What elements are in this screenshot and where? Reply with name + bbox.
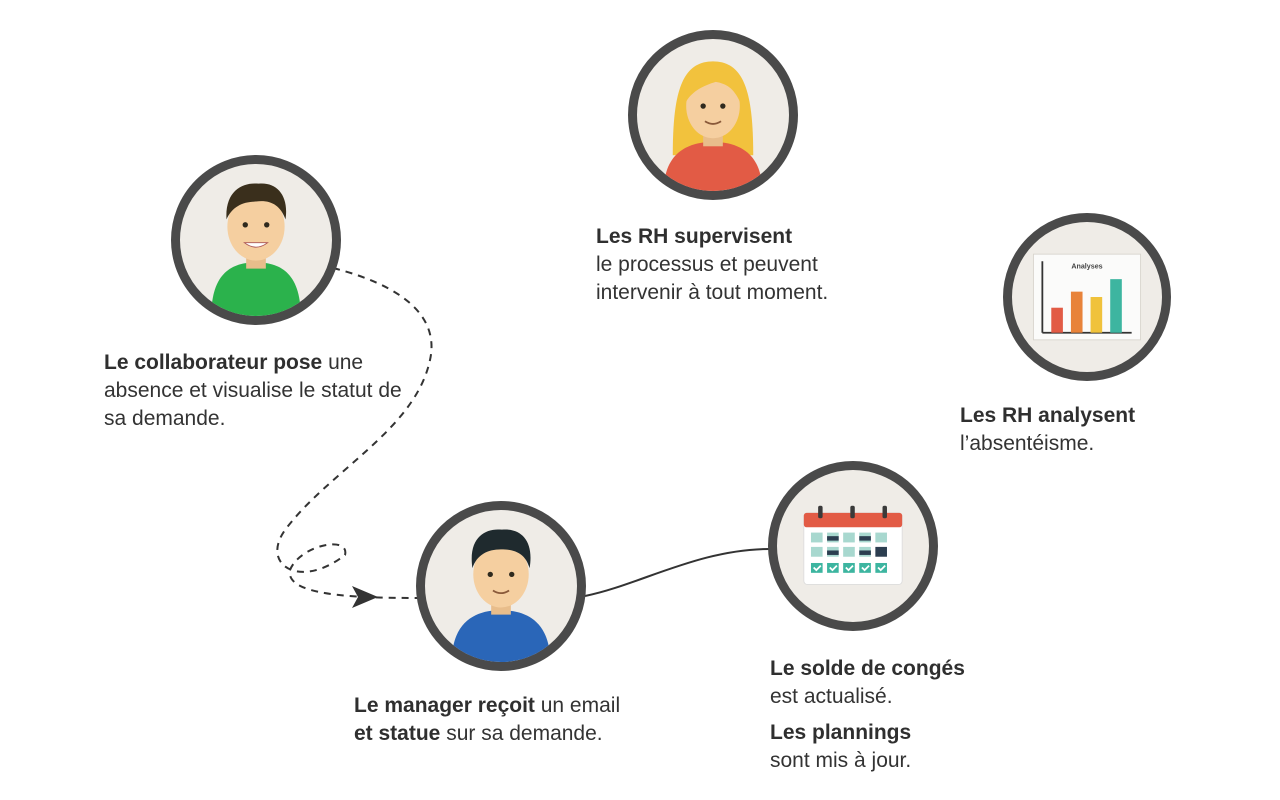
hr-analyse-node: Analyses (1003, 213, 1171, 381)
hr-supervise-node (628, 30, 798, 200)
manager-text-2: sur sa demande. (440, 722, 603, 745)
calendar-text-1: est actualisé. (770, 685, 893, 708)
manager-text-1: un email (534, 694, 621, 717)
hr-supervise-caption: Les RH supervisent le processus et peuve… (596, 223, 896, 307)
manager-bold-1: Le manager reçoit (354, 694, 535, 717)
bar-chart-icon: Analyses (1032, 253, 1142, 341)
collaborator-node (171, 155, 341, 325)
calendar-bold-1: Le solde de congés (770, 657, 965, 680)
hr-analyse-caption: Les RH analysent l’absentéisme. (960, 402, 1260, 458)
hr-supervise-bold: Les RH supervisent (596, 225, 793, 248)
calendar-text-2: sont mis à jour. (770, 749, 912, 772)
dashed-flow-path (276, 267, 433, 599)
collaborator-caption: Le collaborateur pose une absence et vis… (104, 349, 404, 433)
manager-avatar-icon (451, 529, 551, 662)
hr-analyse-text: l’absentéisme. (960, 432, 1095, 455)
calendar-node (768, 461, 938, 631)
flow-arrowhead-icon (352, 586, 378, 608)
calendar-bold-2: Les plannings (770, 721, 912, 744)
manager-node (416, 501, 586, 671)
collaborator-bold: Le collaborateur pose (104, 351, 323, 374)
solid-link-path (584, 547, 774, 597)
calendar-icon (803, 505, 903, 585)
analysis-chart-title: Analyses (1071, 262, 1102, 270)
manager-caption: Le manager reçoit un email et statue sur… (354, 692, 674, 748)
employee-avatar-icon (211, 183, 301, 316)
collaborator-text: une absence et visualise le statut de sa… (104, 351, 402, 430)
hr-supervise-text: le processus et peuvent intervenir à tou… (596, 253, 829, 304)
calendar-caption: Le solde de congés est actualisé. Les pl… (770, 655, 1090, 775)
hr-avatar-icon (663, 61, 763, 191)
hr-analyse-bold: Les RH analysent (960, 404, 1136, 427)
manager-bold-2: et statue (354, 722, 441, 745)
